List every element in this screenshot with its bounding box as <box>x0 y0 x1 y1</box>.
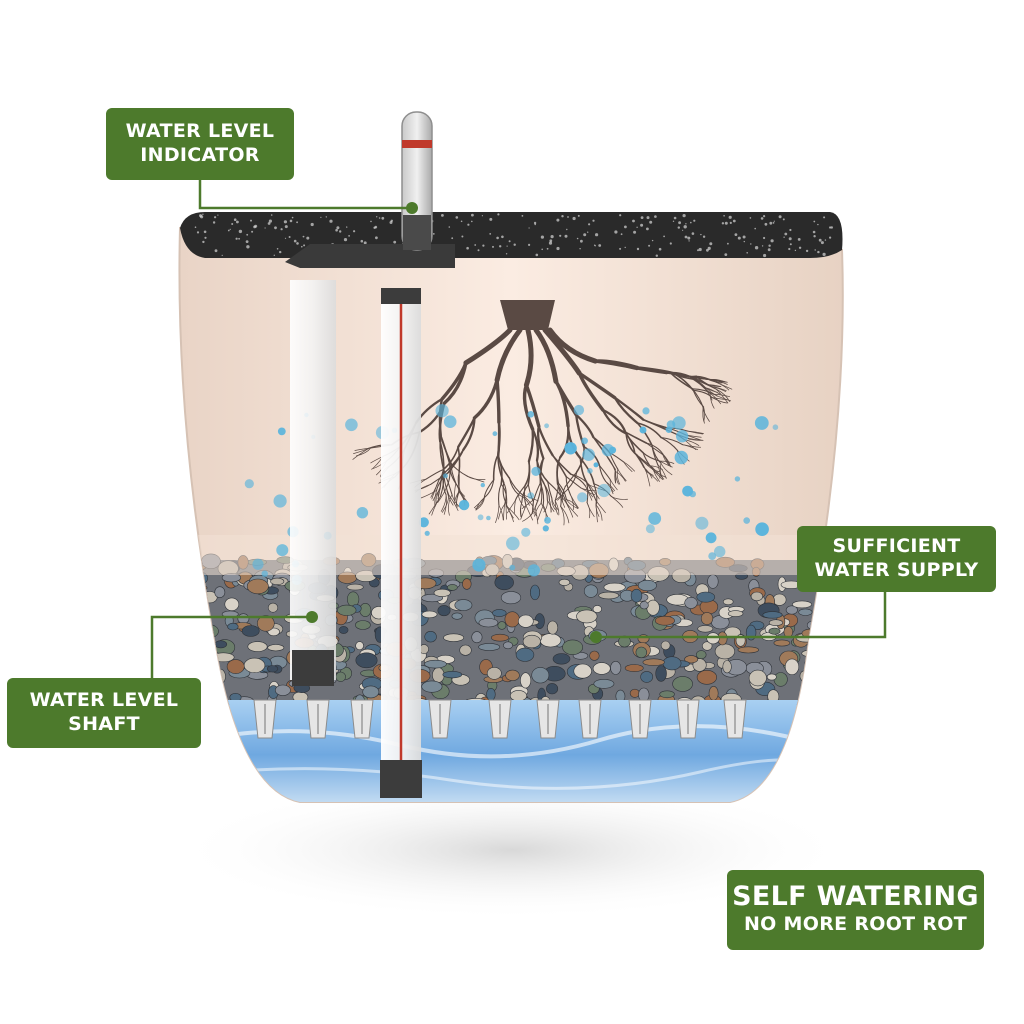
wicking-feet <box>253 699 747 739</box>
label-water-level-indicator: WATER LEVEL INDICATOR <box>106 108 294 180</box>
water-level-indicator <box>401 111 433 251</box>
gravel-layer <box>179 535 843 713</box>
label-self-watering: SELF WATERING NO MORE ROOT ROT <box>727 870 984 950</box>
label-water-level-shaft: WATER LEVEL SHAFT <box>7 678 201 748</box>
water-level-shaft <box>290 280 336 686</box>
float-tube <box>380 288 422 798</box>
label-sufficient-water-supply: SUFFICIENT WATER SUPPLY <box>797 526 996 592</box>
leader-lines <box>150 180 887 678</box>
floor-shadow <box>172 780 852 920</box>
pot-rim <box>180 212 843 258</box>
water-bubbles <box>244 404 815 586</box>
